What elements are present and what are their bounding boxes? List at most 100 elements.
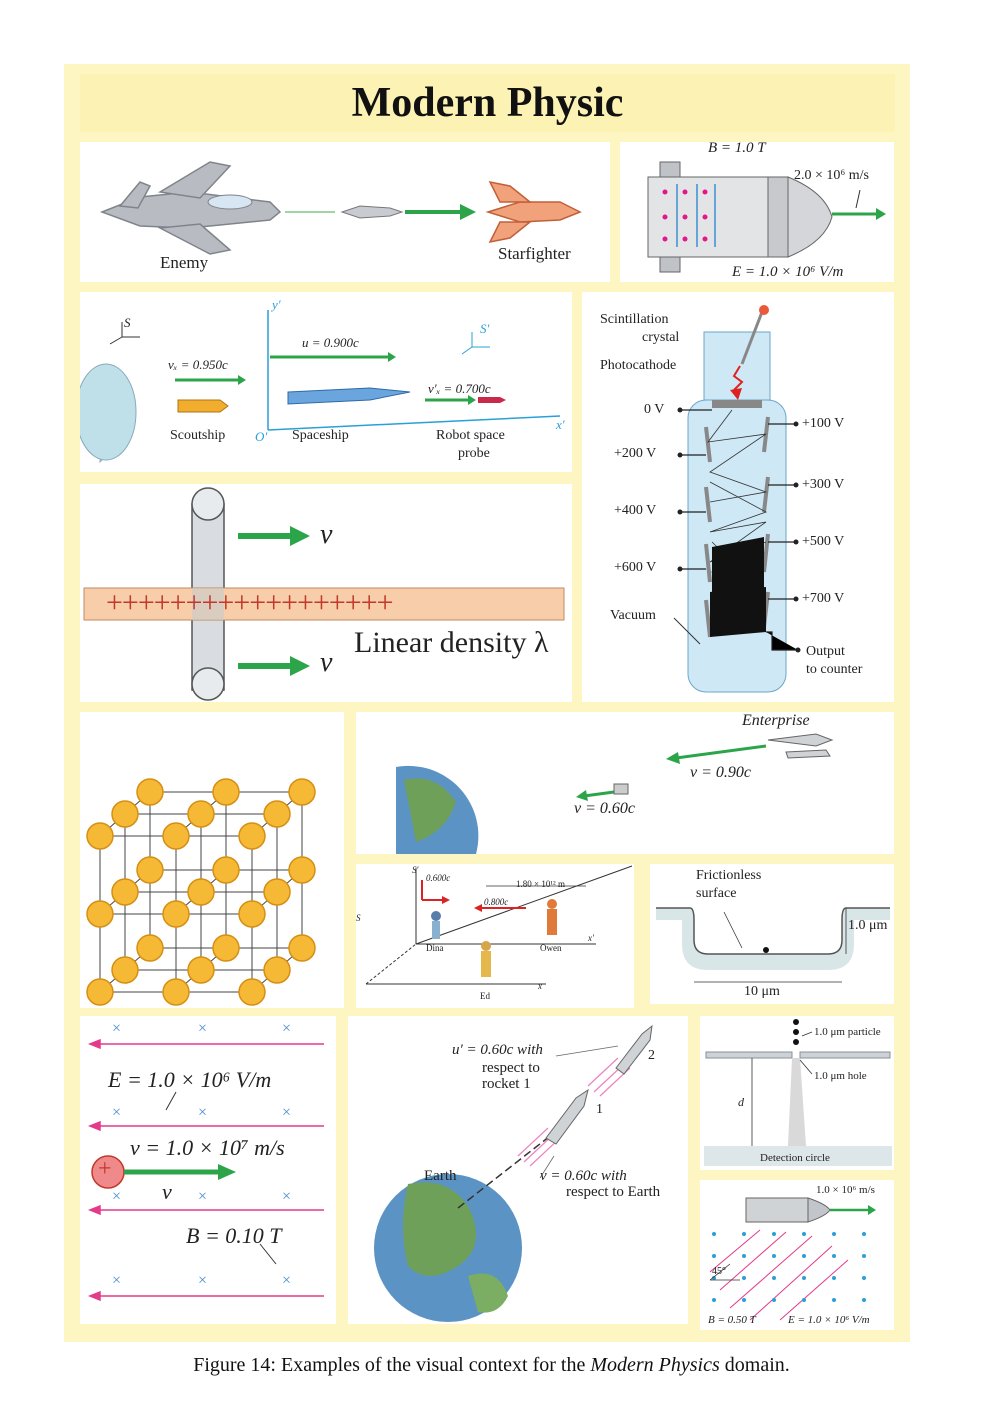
spaceship-label: Spaceship <box>292 428 349 443</box>
hole-label: 1.0 μm hole <box>814 1070 867 1082</box>
lattice-atom <box>288 856 316 884</box>
field-dot <box>802 1232 806 1236</box>
field-dot <box>802 1276 806 1280</box>
b-field-label: B = 1.0 T <box>708 142 766 156</box>
panel-enemy-starfighter: Enemy Starfighter <box>80 142 610 282</box>
voltage-0-label: 0 V <box>644 402 665 417</box>
panel-linear-density: ++++++++++++++++++ v⃗ v⃗ Linear density … <box>80 484 572 702</box>
caption-prefix: Figure 14: Examples of the visual contex… <box>193 1354 591 1376</box>
distance-label: 1.80 × 10¹² m <box>516 879 565 889</box>
ed-label: Ed <box>480 991 490 1001</box>
voltage-100-label: +100 V <box>802 416 845 431</box>
field-dot <box>712 1254 716 1258</box>
frame-sprime-label: S′ <box>480 321 490 336</box>
field-dot <box>742 1254 746 1258</box>
voltage-700-label: +700 V <box>802 591 845 606</box>
yprime-label: y′ <box>272 297 281 312</box>
rocket1-speed-label-1: v = 0.60c with <box>540 1168 627 1184</box>
u-label: u = 0.900c <box>302 335 359 350</box>
angle-label: 45° <box>712 1266 726 1277</box>
field-dot <box>772 1276 776 1280</box>
shuttle-speed-label: v = 0.60c <box>574 800 635 817</box>
field-dot <box>712 1276 716 1280</box>
speed-600-label: 0.600c <box>426 873 451 883</box>
velocity-bottom-label: v⃗ <box>320 647 355 678</box>
field-dot <box>772 1298 776 1302</box>
field-dot <box>862 1298 866 1302</box>
field-dot <box>772 1254 776 1258</box>
reference-frames-illustration <box>80 310 561 464</box>
field-dot <box>712 1232 716 1236</box>
panel-particle-hole: 1.0 μm particle 1.0 μm hole d Detection … <box>700 1016 894 1170</box>
cross-1: × <box>112 1020 122 1037</box>
lattice-atom <box>238 822 266 850</box>
panel-crossed-fields: + × × × × × × × × × × × × E = 1.0 × 10⁶ … <box>80 1016 336 1324</box>
cross-9: × <box>282 1188 292 1205</box>
particle-label: 1.0 μm particle <box>814 1026 881 1038</box>
caption-emphasis: Modern Physics <box>590 1354 720 1376</box>
speed-800-label: 0.800c <box>484 897 509 907</box>
field-dot <box>832 1232 836 1236</box>
lattice-atom <box>136 856 164 884</box>
frame-s-label: S <box>124 315 131 330</box>
lattice-atom <box>111 956 139 984</box>
rocket2-speed-label-3: rocket 1 <box>482 1076 531 1092</box>
vacuum-label: Vacuum <box>610 608 656 623</box>
lattice-atom <box>162 822 190 850</box>
linear-density-label: Linear density λ <box>354 626 549 659</box>
rocket2-speed-label-2: respect to <box>482 1060 540 1076</box>
lattice-atom <box>288 778 316 806</box>
output-label-2: to counter <box>806 662 863 677</box>
lattice-atom <box>187 878 215 906</box>
sprime-label: S′ <box>412 865 419 875</box>
cross-11: × <box>198 1272 208 1289</box>
depth-label: 1.0 μm <box>848 918 888 933</box>
lattice-atom <box>111 878 139 906</box>
jets-illustration <box>99 161 582 255</box>
velocity-label: v = 1.0 × 10⁷ m/s <box>130 1135 285 1160</box>
voltage-500-label: +500 V <box>802 534 845 549</box>
vx-label: vₓ = 0.950c <box>168 357 228 372</box>
cross-4: × <box>112 1104 122 1121</box>
field-dot <box>802 1254 806 1258</box>
cross-8: × <box>198 1188 208 1205</box>
probe-label-2: probe <box>458 446 490 461</box>
lattice-atom <box>187 956 215 984</box>
panel-dina-owen-ed: S′ 0.600c S 0.800c 1.80 × 10¹² m Dina Ow… <box>356 864 634 1008</box>
lattice-atom <box>263 800 291 828</box>
field-dot <box>832 1276 836 1280</box>
panel-rockets-earth: u′ = 0.60c with respect to rocket 1 Eart… <box>348 1016 688 1324</box>
field-dot <box>772 1232 776 1236</box>
voltage-400-label: +400 V <box>614 503 657 518</box>
lattice-atom <box>86 900 114 928</box>
panel-spaceship-fields: B = 1.0 T 2.0 × 10⁶ m/s E = 1.0 × 10⁶ V/… <box>620 142 894 282</box>
rocket1-speed-label-2: respect to Earth <box>566 1184 661 1200</box>
s-label: S <box>356 913 361 923</box>
lattice-atom <box>86 822 114 850</box>
starfighter-label: Starfighter <box>498 244 571 263</box>
field-dot <box>742 1232 746 1236</box>
field-dot <box>712 1298 716 1302</box>
dina-label: Dina <box>426 943 444 953</box>
x-axis-label: x <box>538 981 542 991</box>
panel-photomultiplier: Scintillation crystal Photocathode 0 V +… <box>582 292 894 702</box>
lattice-atom <box>136 778 164 806</box>
distance-d-label: d <box>738 1095 744 1109</box>
field-dot <box>742 1298 746 1302</box>
lattice-atom <box>162 978 190 1006</box>
lattice-atom <box>212 778 240 806</box>
scintillation-label-2: crystal <box>642 330 680 345</box>
output-label-1: Output <box>806 644 845 659</box>
panel-enterprise: Enterprise v = 0.90c v = 0.60c <box>356 712 894 854</box>
charge-plus: + <box>98 1156 112 1182</box>
cross-3: × <box>282 1020 292 1037</box>
panel-crystal-lattice <box>80 712 344 1008</box>
dina-owen-ed-illustration <box>365 865 633 985</box>
crossed-fields-illustration <box>87 1038 324 1302</box>
photomultiplier-illustration <box>673 305 801 693</box>
field-dot <box>832 1254 836 1258</box>
photocathode-label: Photocathode <box>600 358 677 373</box>
velocity-vector-label: v⃗ <box>162 1179 189 1204</box>
figure-caption: Figure 14: Examples of the visual contex… <box>0 1354 983 1377</box>
vxprime-label: v′ₓ = 0.700c <box>428 381 491 396</box>
